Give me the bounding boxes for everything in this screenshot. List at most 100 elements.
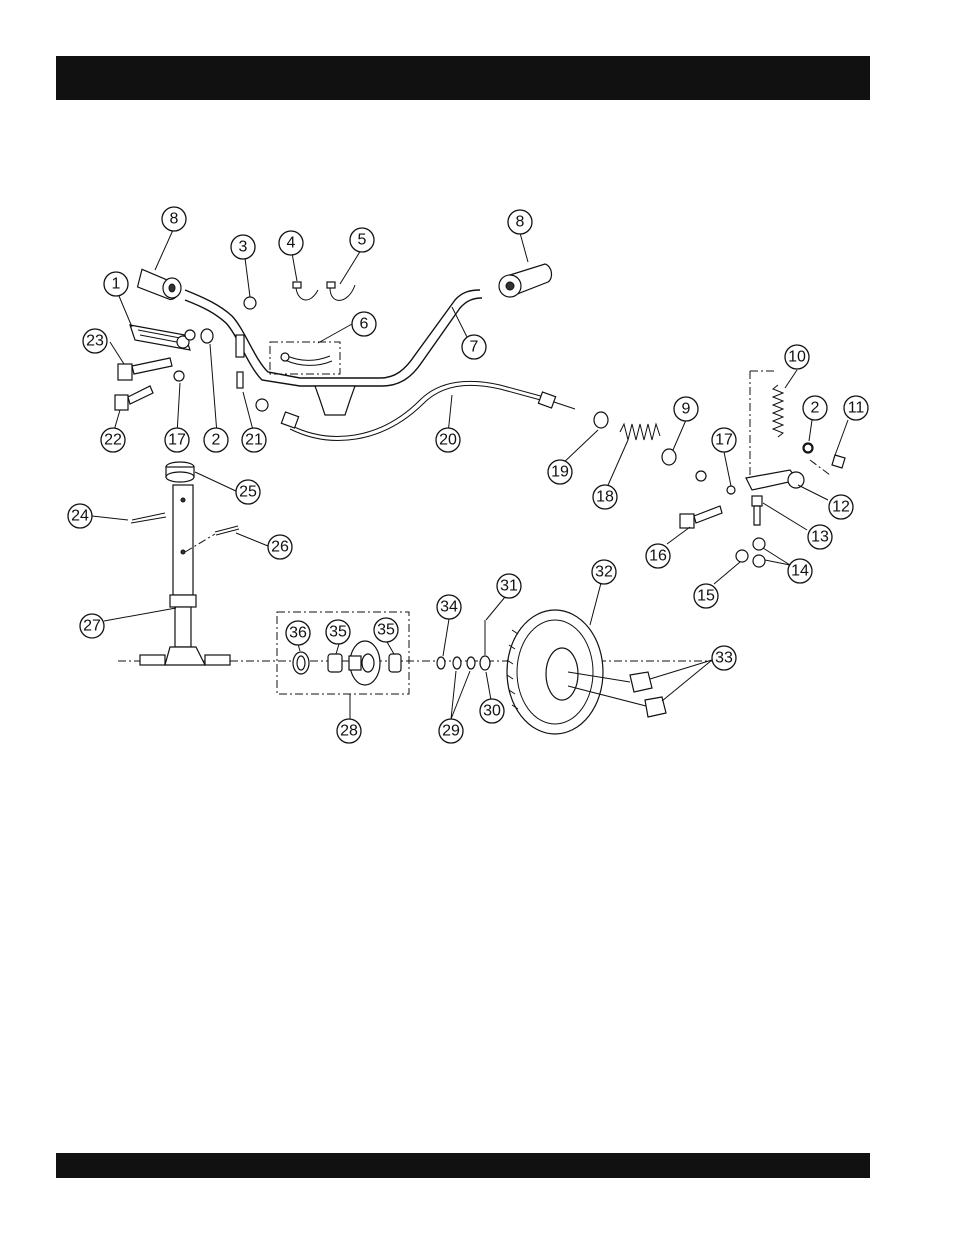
svg-text:35: 35 [329,624,347,641]
bushing-19-icon [594,412,608,428]
spring-18-icon [620,424,660,440]
callout-35-left: 35 [326,620,350,644]
svg-text:33: 33 [715,650,733,667]
clip-4-icon [293,282,318,300]
bolt-22-icon [115,386,153,410]
svg-text:1: 1 [112,276,121,293]
svg-text:21: 21 [245,432,263,449]
callout-4: 4 [279,231,303,255]
tire-32-icon [507,610,603,734]
svg-text:29: 29 [442,723,460,740]
left-grip-icon [136,269,181,300]
svg-text:10: 10 [788,349,806,366]
bushing-9-icon [662,449,706,481]
svg-text:17: 17 [168,432,186,449]
bolt-23-icon [118,358,172,380]
leader-lines [92,230,848,719]
callout-29: 29 [439,719,463,743]
callout-8-right: 8 [508,210,532,234]
callout-32: 32 [592,560,616,584]
callout-1: 1 [104,272,128,296]
svg-text:2: 2 [811,400,820,417]
callout-12: 12 [829,495,853,519]
svg-text:20: 20 [439,432,457,449]
cap-25-icon [166,462,194,482]
callout-27: 27 [80,614,104,638]
svg-text:12: 12 [832,499,850,516]
wire-harness-icon [270,342,340,374]
svg-text:35: 35 [377,622,395,639]
svg-text:8: 8 [170,211,179,228]
callout-26: 26 [268,535,292,559]
callout-2-left: 2 [204,428,228,452]
handle-bar-tube [185,290,482,415]
svg-text:30: 30 [483,703,501,720]
callout-3: 3 [231,235,255,259]
callout-23: 23 [83,329,107,353]
svg-text:28: 28 [340,723,358,740]
svg-text:18: 18 [596,489,614,506]
svg-text:25: 25 [239,484,257,501]
svg-text:24: 24 [71,508,89,525]
nuts-14-15-icon [727,444,812,567]
svg-text:3: 3 [239,239,248,256]
callout-35-right: 35 [374,618,398,642]
svg-text:23: 23 [86,333,104,350]
handle-frame-post-icon [140,485,230,665]
callout-17-left: 17 [165,428,189,452]
callout-31: 31 [497,574,521,598]
callout-2-right: 2 [803,396,827,420]
svg-text:19: 19 [551,464,569,481]
callout-36: 36 [286,621,310,645]
spring-10-icon [750,371,783,480]
callout-22: 22 [101,428,125,452]
callout-17-right: 17 [712,428,736,452]
svg-text:26: 26 [271,539,289,556]
svg-text:6: 6 [360,316,369,333]
svg-text:16: 16 [649,548,667,565]
right-grip-icon [499,264,552,297]
svg-text:32: 32 [595,564,613,581]
callout-8-left: 8 [162,207,186,231]
callout-15: 15 [694,584,718,608]
callout-28: 28 [337,719,361,743]
bracket-12-icon [746,443,845,490]
callout-9: 9 [674,397,698,421]
bolt-13-icon [752,496,762,525]
svg-text:27: 27 [83,618,101,635]
svg-text:34: 34 [440,599,458,616]
svg-text:9: 9 [682,401,691,418]
svg-text:22: 22 [104,432,122,449]
svg-text:5: 5 [358,232,367,249]
callout-24: 24 [68,504,92,528]
callout-13: 13 [808,525,832,549]
callout-10: 10 [785,345,809,369]
callout-6: 6 [352,312,376,336]
callout-7: 7 [462,335,486,359]
svg-text:36: 36 [289,625,307,642]
small-parts-left-icon [174,297,268,411]
svg-text:8: 8 [516,214,525,231]
svg-text:11: 11 [848,400,865,417]
callout-33: 33 [712,646,736,670]
callout-20: 20 [436,428,460,452]
callout-25: 25 [236,480,260,504]
svg-text:14: 14 [791,563,809,580]
control-lever-icon [130,325,195,350]
svg-text:17: 17 [715,432,733,449]
clip-5-icon [327,282,355,300]
svg-text:31: 31 [500,578,518,595]
callout-30: 30 [480,699,504,723]
callout-16: 16 [646,544,670,568]
svg-text:13: 13 [811,529,829,546]
callout-14: 14 [788,559,812,583]
callout-5: 5 [350,228,374,252]
svg-text:15: 15 [697,588,715,605]
svg-text:2: 2 [212,432,221,449]
callout-19: 19 [548,460,572,484]
svg-text:4: 4 [287,235,296,252]
callout-18: 18 [593,485,617,509]
svg-text:7: 7 [470,339,479,356]
bolt-16-icon [680,506,722,528]
